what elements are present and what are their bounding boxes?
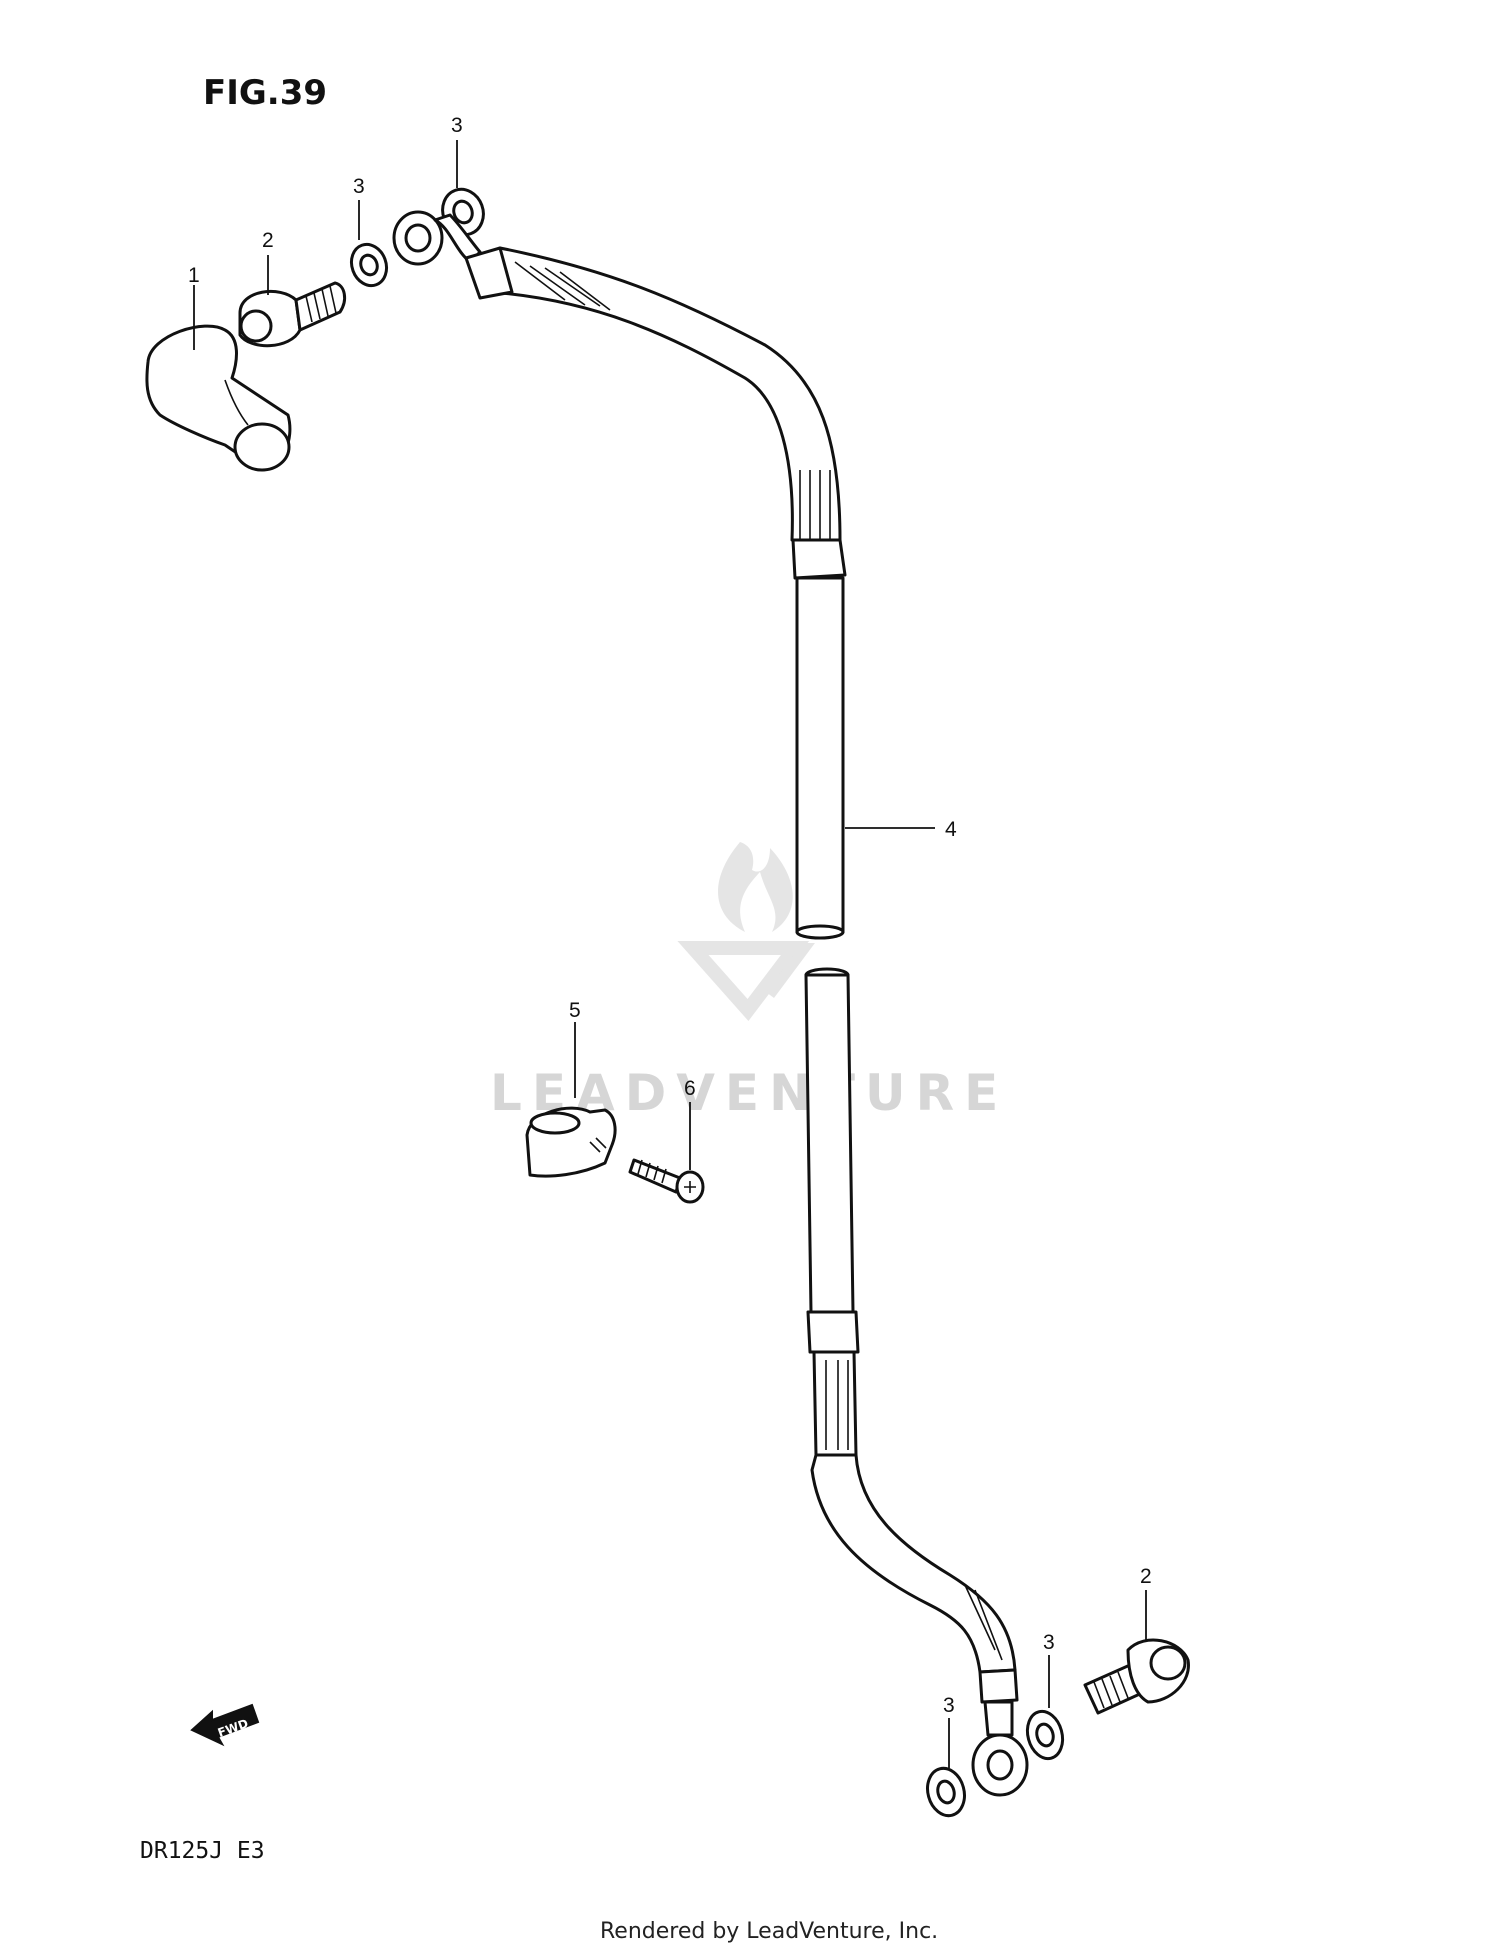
callout-3-top-2: 3 <box>451 114 463 137</box>
part-4-brake-hose <box>392 210 1029 1797</box>
callout-3-bottom-2: 3 <box>943 1694 955 1717</box>
part-2-banjo-bolt-top <box>238 281 347 348</box>
callout-1: 1 <box>188 264 200 287</box>
part-5-hose-clamp <box>525 1106 617 1178</box>
figure-title: FIG.39 <box>203 73 327 113</box>
watermark-logo <box>677 842 815 1022</box>
part-3-washer-bottom-2 <box>926 1766 966 1818</box>
fwd-arrow-icon: FWD <box>190 1703 260 1747</box>
part-3-washer-top-1 <box>349 242 389 288</box>
callout-2-bottom: 2 <box>1140 1565 1152 1588</box>
callout-4: 4 <box>945 818 957 841</box>
callout-3-bottom-1: 3 <box>1043 1631 1055 1654</box>
callout-3-top-1: 3 <box>353 175 365 198</box>
callout-5: 5 <box>569 999 581 1022</box>
part-1-elbow-boot <box>145 324 292 472</box>
part-6-screw <box>628 1158 705 1204</box>
callout-6: 6 <box>684 1077 696 1100</box>
render-credit: Rendered by LeadVenture, Inc. <box>600 1919 938 1944</box>
model-code: DR125J E3 <box>140 1838 265 1864</box>
part-3-washer-bottom-1 <box>1025 1709 1065 1761</box>
part-2-banjo-bolt-bottom <box>1083 1638 1190 1715</box>
callout-2-top: 2 <box>262 229 274 252</box>
